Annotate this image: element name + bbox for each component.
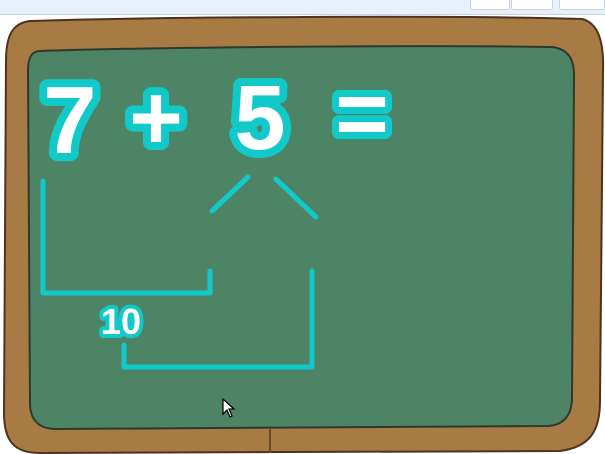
bracket-label: 10	[97, 297, 145, 346]
svg-text:7: 7	[43, 67, 96, 174]
toolbar-button-3[interactable]	[559, 0, 605, 10]
svg-text:+: +	[129, 67, 183, 169]
equation-equals: =	[328, 56, 396, 172]
equation-operator: +	[121, 59, 191, 177]
equation-addend-b: 5	[226, 59, 293, 177]
toolbar-button-2[interactable]	[511, 0, 553, 10]
toolbar-button-1[interactable]	[470, 0, 510, 10]
chalkboard: 7 + 5 = 10	[2, 15, 605, 454]
stage-canvas[interactable]: 7 + 5 = 10	[0, 14, 605, 454]
mouse-pointer-icon	[222, 398, 236, 418]
bracket-left	[40, 178, 213, 296]
svg-text:10: 10	[101, 301, 141, 342]
chalkboard-surface	[26, 45, 576, 431]
equation-addend-a: 7	[35, 59, 104, 182]
split-line-left	[209, 174, 251, 214]
svg-text:5: 5	[234, 67, 285, 169]
bracket-right	[121, 268, 315, 370]
split-line-right	[273, 176, 319, 220]
editor-toolbar	[0, 0, 605, 14]
svg-text:=: =	[335, 63, 389, 165]
